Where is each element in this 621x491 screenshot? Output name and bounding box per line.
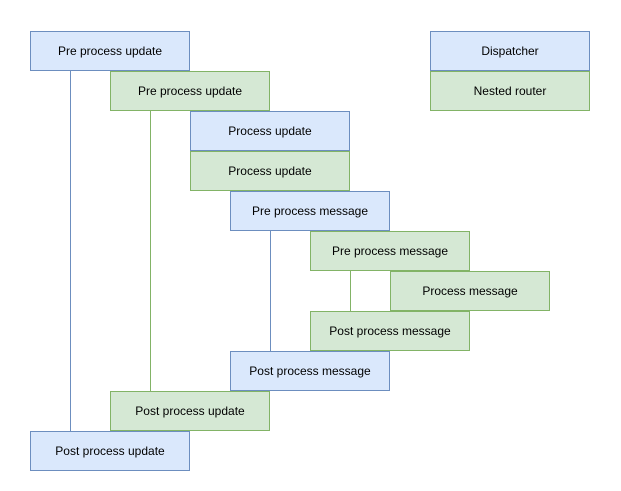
node-label: Process message xyxy=(422,284,518,298)
node-label: Pre process message xyxy=(331,244,449,258)
node-post-process-update-dispatcher[interactable]: Post process update xyxy=(30,431,190,471)
node-pre-process-message-nested-router[interactable]: Pre process message xyxy=(310,231,470,271)
node-post-process-update-nested-router[interactable]: Post process update xyxy=(110,391,270,431)
edge-dispatcher-message xyxy=(270,231,271,351)
legend-label: Dispatcher xyxy=(481,44,539,58)
edge-nested-router-update xyxy=(150,111,151,391)
node-label: Post process message xyxy=(329,324,451,338)
node-pre-process-message-dispatcher[interactable]: Pre process message xyxy=(230,191,390,231)
legend-item-dispatcher[interactable]: Dispatcher xyxy=(430,31,590,71)
node-label: Process update xyxy=(228,164,312,178)
node-pre-process-update-dispatcher[interactable]: Pre process update xyxy=(30,31,190,71)
edge-dispatcher-update xyxy=(70,71,71,431)
node-label: Post process update xyxy=(55,444,165,458)
node-label: Post process message xyxy=(249,364,371,378)
node-label: Pre process update xyxy=(57,44,163,58)
edge-nested-router-message xyxy=(350,271,351,311)
legend-label: Nested router xyxy=(473,84,547,98)
node-process-update-nested-router[interactable]: Process update xyxy=(190,151,350,191)
legend-item-nested-router[interactable]: Nested router xyxy=(430,71,590,111)
node-label: Post process update xyxy=(135,404,245,418)
node-post-process-message-nested-router[interactable]: Post process message xyxy=(310,311,470,351)
node-label: Pre process update xyxy=(137,84,243,98)
node-label: Pre process message xyxy=(251,204,369,218)
node-process-message-nested-router[interactable]: Process message xyxy=(390,271,550,311)
node-post-process-message-dispatcher[interactable]: Post process message xyxy=(230,351,390,391)
node-pre-process-update-nested-router[interactable]: Pre process update xyxy=(110,71,270,111)
node-process-update-dispatcher[interactable]: Process update xyxy=(190,111,350,151)
node-label: Process update xyxy=(228,124,312,138)
